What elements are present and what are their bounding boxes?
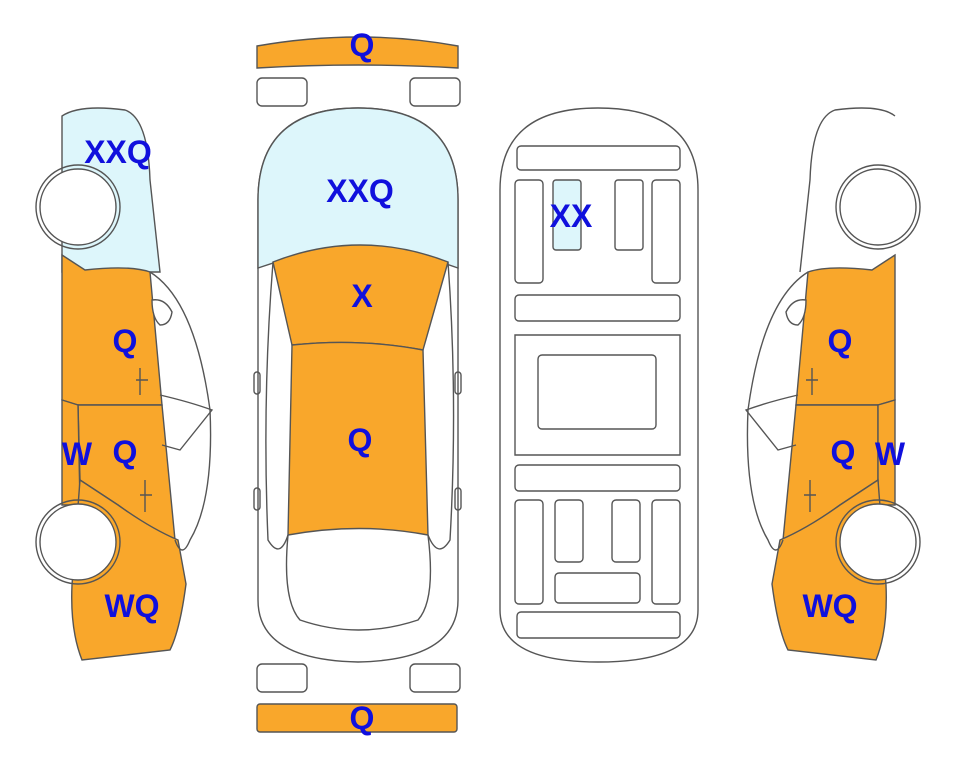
left-rear-wheel-outer <box>35 499 121 585</box>
left-window-line <box>159 394 214 451</box>
left-front-wheel-outer <box>35 164 121 250</box>
right-rear-quarter-mark: WQ <box>802 588 857 624</box>
interior-rear-seat <box>554 572 641 604</box>
interior-left-front <box>514 179 544 284</box>
left-door-handle-2 <box>140 480 152 512</box>
left-rear-wheel-inner <box>39 503 117 581</box>
interior-view: XX <box>499 107 699 663</box>
interior-front-bar <box>516 145 681 171</box>
front-right-lamp <box>409 77 461 107</box>
right-body-contour <box>746 271 809 551</box>
roof-mark: X <box>351 278 373 314</box>
top-view: Q XXQ X Q Q <box>253 27 462 736</box>
interior-outline <box>499 107 699 663</box>
top-right-pillar <box>427 261 455 550</box>
front-bumper-mark: Q <box>350 27 375 63</box>
left-side-view: XXQ Q W Q WQ <box>35 107 214 661</box>
right-front-glass-outline <box>799 107 896 273</box>
left-rear-handle <box>253 487 261 511</box>
interior-rear-bar <box>516 611 681 639</box>
left-body-contour <box>149 271 212 551</box>
windshield-mark: XXQ <box>326 173 394 209</box>
right-mirror <box>454 371 462 395</box>
right-rear-wheel-outer <box>835 499 921 585</box>
right-rear-wheel-inner <box>839 503 917 581</box>
left-door-handle-1 <box>136 368 148 395</box>
interior-part-mark: XX <box>550 198 593 234</box>
interior-rear-a <box>554 499 584 563</box>
front-left-lamp <box>256 77 308 107</box>
rear-window <box>285 534 432 631</box>
rear-bumper-panel[interactable] <box>256 703 458 733</box>
right-side-view: Q Q W WQ <box>744 107 921 661</box>
left-rear-quarter-mark: WQ <box>104 588 159 624</box>
right-front-door-mark: Q <box>828 323 853 359</box>
rear-right-lamp <box>409 663 461 693</box>
left-sill-mark: W <box>62 436 93 472</box>
interior-right-front <box>651 179 681 284</box>
right-front-wheel-inner <box>839 168 917 246</box>
left-front-quarter-glass <box>151 299 173 326</box>
rear-bumper-mark: Q <box>350 700 375 736</box>
right-sill-mark: W <box>875 436 906 472</box>
right-rear-door-mark: Q <box>831 434 856 470</box>
right-window-line <box>744 394 799 451</box>
interior-part-panel[interactable] <box>552 179 582 251</box>
interior-center-front <box>614 179 644 251</box>
right-rear-handle <box>454 487 462 511</box>
left-mirror <box>253 371 261 395</box>
trunk-mark: Q <box>348 422 373 458</box>
interior-lower-bar <box>514 464 681 492</box>
interior-mid-bar <box>514 294 681 322</box>
right-front-quarter-glass <box>785 299 807 326</box>
front-bumper-panel[interactable] <box>256 36 459 69</box>
interior-rear-b <box>611 499 641 563</box>
left-front-door-mark: Q <box>113 323 138 359</box>
left-front-glass-mark: XXQ <box>84 134 152 170</box>
interior-left-rear <box>514 499 544 605</box>
interior-console <box>537 354 657 430</box>
interior-center-frame <box>514 334 681 456</box>
interior-right-rear <box>651 499 681 605</box>
rear-left-lamp <box>256 663 308 693</box>
right-door-handle-2 <box>804 480 816 512</box>
left-rear-door-mark: Q <box>113 434 138 470</box>
top-left-pillar <box>265 261 289 550</box>
right-door-handle-1 <box>806 368 818 395</box>
left-front-wheel-inner <box>39 168 117 246</box>
right-front-wheel-outer <box>835 164 921 250</box>
